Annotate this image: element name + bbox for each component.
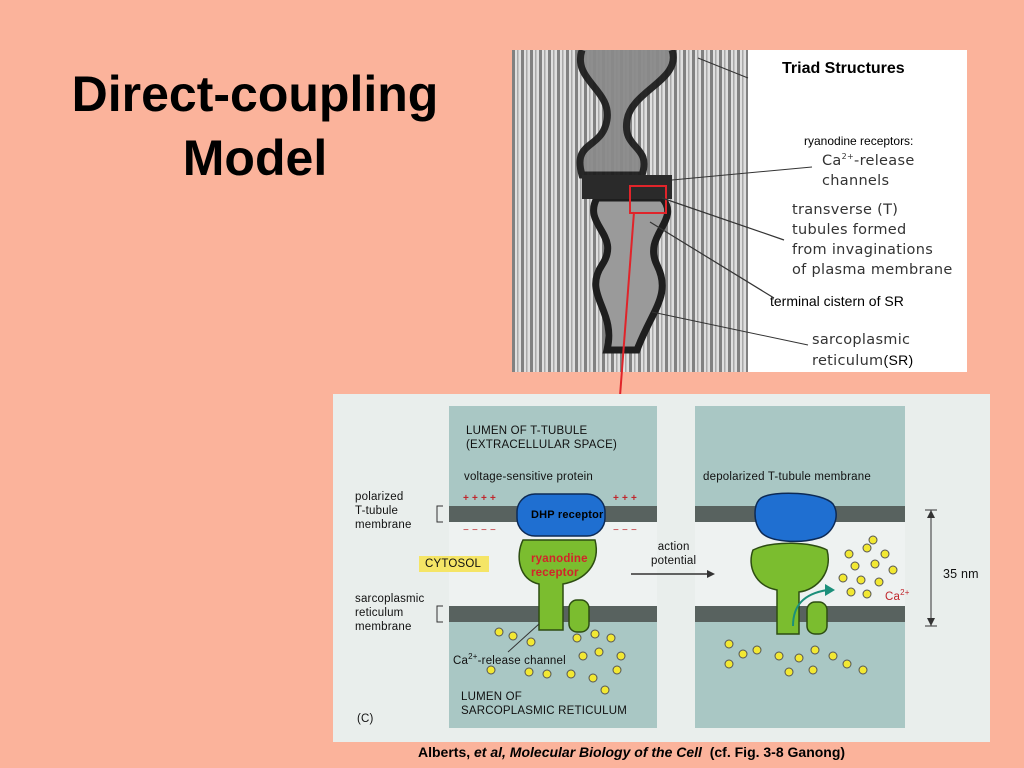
diagram-graphics: [436, 406, 937, 728]
ca-release-channels-label: Ca2+-release channels: [822, 152, 915, 189]
positive-charges-left: + + + +: [463, 493, 497, 504]
voltage-sensitive-label: voltage-sensitive protein: [464, 471, 594, 483]
calcium-dots-right: [724, 535, 898, 677]
ryanodine-receptors-label: ryanodine receptors:: [804, 134, 914, 148]
calcium-dots-left: [486, 627, 626, 695]
cytosol-badge: CYTOSOL: [419, 556, 489, 572]
triad-heading: Triad Structures: [782, 60, 905, 77]
triad-micrograph-panel: Triad Structures ryanodine receptors: Ca…: [512, 50, 967, 372]
citation-author: Alberts,: [418, 744, 475, 760]
direct-coupling-diagram: LUMEN OF T-TUBULE(EXTRACELLULAR SPACE) v…: [333, 394, 990, 742]
ca-release-channel-label: Ca2+-release channel: [453, 652, 566, 667]
t-tubules-label: transverse (T) tubules formed from invag…: [792, 202, 953, 278]
calcium-ion-label: Ca2+: [885, 588, 910, 603]
citation-ref: (cf. Fig. 3-8 Ganong): [701, 744, 846, 760]
negative-charges-right: − − −: [613, 525, 638, 536]
slide-title: Direct-coupling Model: [20, 62, 490, 190]
title-line-2: Model: [182, 130, 328, 186]
title-line-1: Direct-coupling: [71, 66, 439, 122]
citation: Alberts, et al, Molecular Biology of the…: [418, 744, 845, 760]
positive-charges-right: + + +: [613, 493, 638, 504]
micrograph-image: [512, 50, 813, 372]
negative-charges-left: − − − −: [463, 525, 497, 536]
depolarized-membrane-label: depolarized T-tubule membrane: [703, 471, 871, 483]
distance-label: 35 nm: [943, 567, 979, 581]
dhp-receptor-label: DHP receptor: [531, 509, 604, 521]
lumen-t-tubule-label: LUMEN OF T-TUBULE(EXTRACELLULAR SPACE): [466, 425, 617, 451]
sarcoplasmic-reticulum-label: sarcoplasmic reticulum(SR): [812, 332, 914, 369]
citation-book: et al, Molecular Biology of the Cell: [474, 744, 702, 760]
panel-tag: (C): [357, 713, 374, 725]
connector-arrow: [614, 211, 635, 408]
terminal-cistern-label: terminal cistern of SR: [770, 293, 904, 309]
